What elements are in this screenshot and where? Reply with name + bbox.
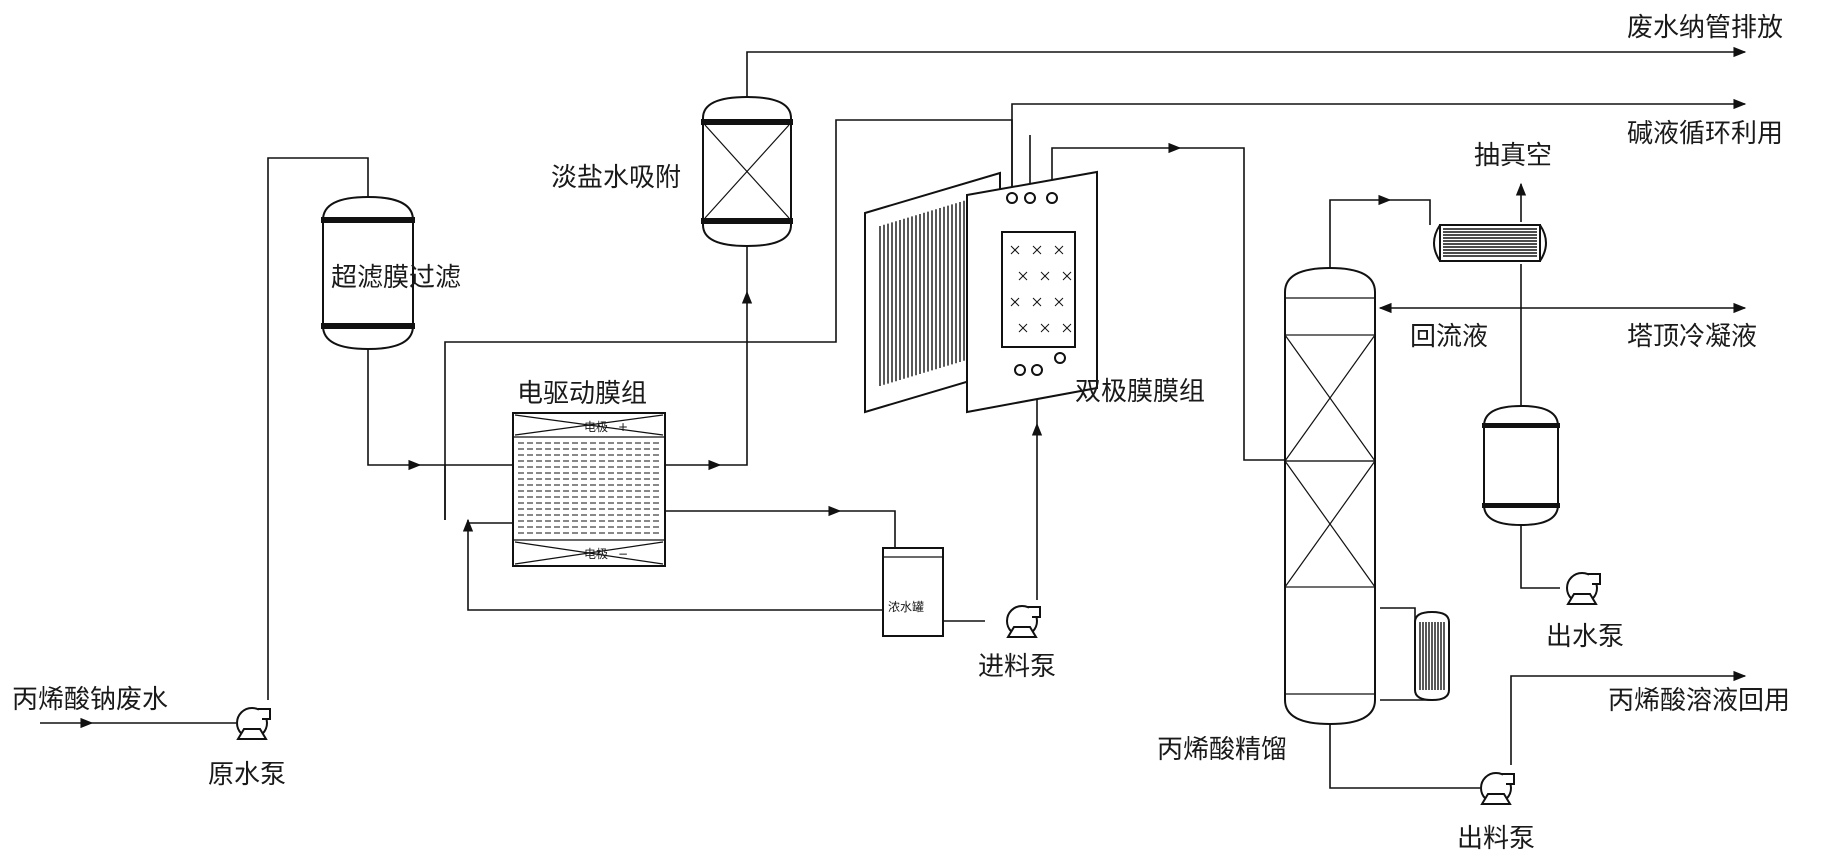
label-vacuum: 抽真空 xyxy=(1474,141,1552,171)
label-acid-reuse: 丙烯酸溶液回用 xyxy=(1608,686,1790,716)
label-conc-tank: 浓水罐 xyxy=(888,600,924,614)
pipe-alkali xyxy=(1011,98,1747,198)
raw-water-pump-icon xyxy=(236,707,271,740)
label-raw-pump: 原水泵 xyxy=(208,760,286,790)
pipe-reboiler-in xyxy=(1380,607,1416,632)
label-electrode-positive-sign: + xyxy=(618,420,628,434)
label-electrode-negative-sign: − xyxy=(618,547,628,561)
pipes xyxy=(40,46,1747,789)
electro-membrane-stack xyxy=(512,412,666,567)
pipe-to-water-pump xyxy=(1520,525,1560,589)
pipe-acid-reuse xyxy=(1510,670,1747,765)
condenser xyxy=(1433,224,1547,262)
pipe-ed-to-adsorb xyxy=(720,290,753,466)
reboiler xyxy=(1414,610,1450,702)
label-water-pump: 出水泵 xyxy=(1546,622,1624,652)
membrane-lines xyxy=(518,442,659,534)
label-ultrafiltration: 超滤膜过滤 xyxy=(331,263,461,293)
adsorption-vessel xyxy=(701,95,793,248)
label-raw-wastewater: 丙烯酸钠废水 xyxy=(12,685,168,715)
label-feed-pump: 进料泵 xyxy=(978,652,1056,682)
label-alkali-recycle: 碱液循环利用 xyxy=(1627,119,1783,149)
pipe-ed-to-tank-b xyxy=(840,510,896,548)
label-wastewater-discharge: 废水纳管排放 xyxy=(1627,13,1783,43)
feed-pump-icon xyxy=(1006,605,1041,638)
bipolar-membrane-stack xyxy=(864,170,1098,414)
label-distillation: 丙烯酸精馏 xyxy=(1157,735,1287,765)
pipe-tank-return xyxy=(462,518,883,611)
label-electrode-positive: 电极 xyxy=(584,420,608,434)
label-bipolar-membrane: 双极膜膜组 xyxy=(1075,377,1205,407)
label-top-condensate: 塔顶冷凝液 xyxy=(1627,322,1757,352)
label-electro-membrane: 电驱动膜组 xyxy=(517,379,647,409)
product-pump-icon xyxy=(1480,772,1515,805)
concentrate-tank xyxy=(882,547,944,637)
pipe-acid-to-column xyxy=(1180,147,1285,461)
pipe-column-bottom xyxy=(1329,722,1480,789)
ultrafiltration-vessel xyxy=(321,195,415,351)
label-product-pump: 出料泵 xyxy=(1457,824,1535,854)
pipe-uf-to-ed xyxy=(367,348,422,471)
distillation-column xyxy=(1284,266,1376,726)
bipolar-window-marks xyxy=(1010,245,1072,333)
pipe-column-top xyxy=(1329,194,1392,268)
reflux-receiver xyxy=(1482,404,1560,527)
label-electrode-negative: 电极 xyxy=(584,547,608,561)
bipolar-plates xyxy=(879,200,965,386)
label-dilute-adsorption: 淡盐水吸附 xyxy=(551,163,681,193)
water-pump-icon xyxy=(1566,572,1601,605)
label-reflux: 回流液 xyxy=(1410,322,1488,352)
pipe-discharge xyxy=(746,46,1747,97)
pipe-pump-to-uf xyxy=(267,157,369,700)
pipe-column-top-b xyxy=(1390,199,1431,225)
